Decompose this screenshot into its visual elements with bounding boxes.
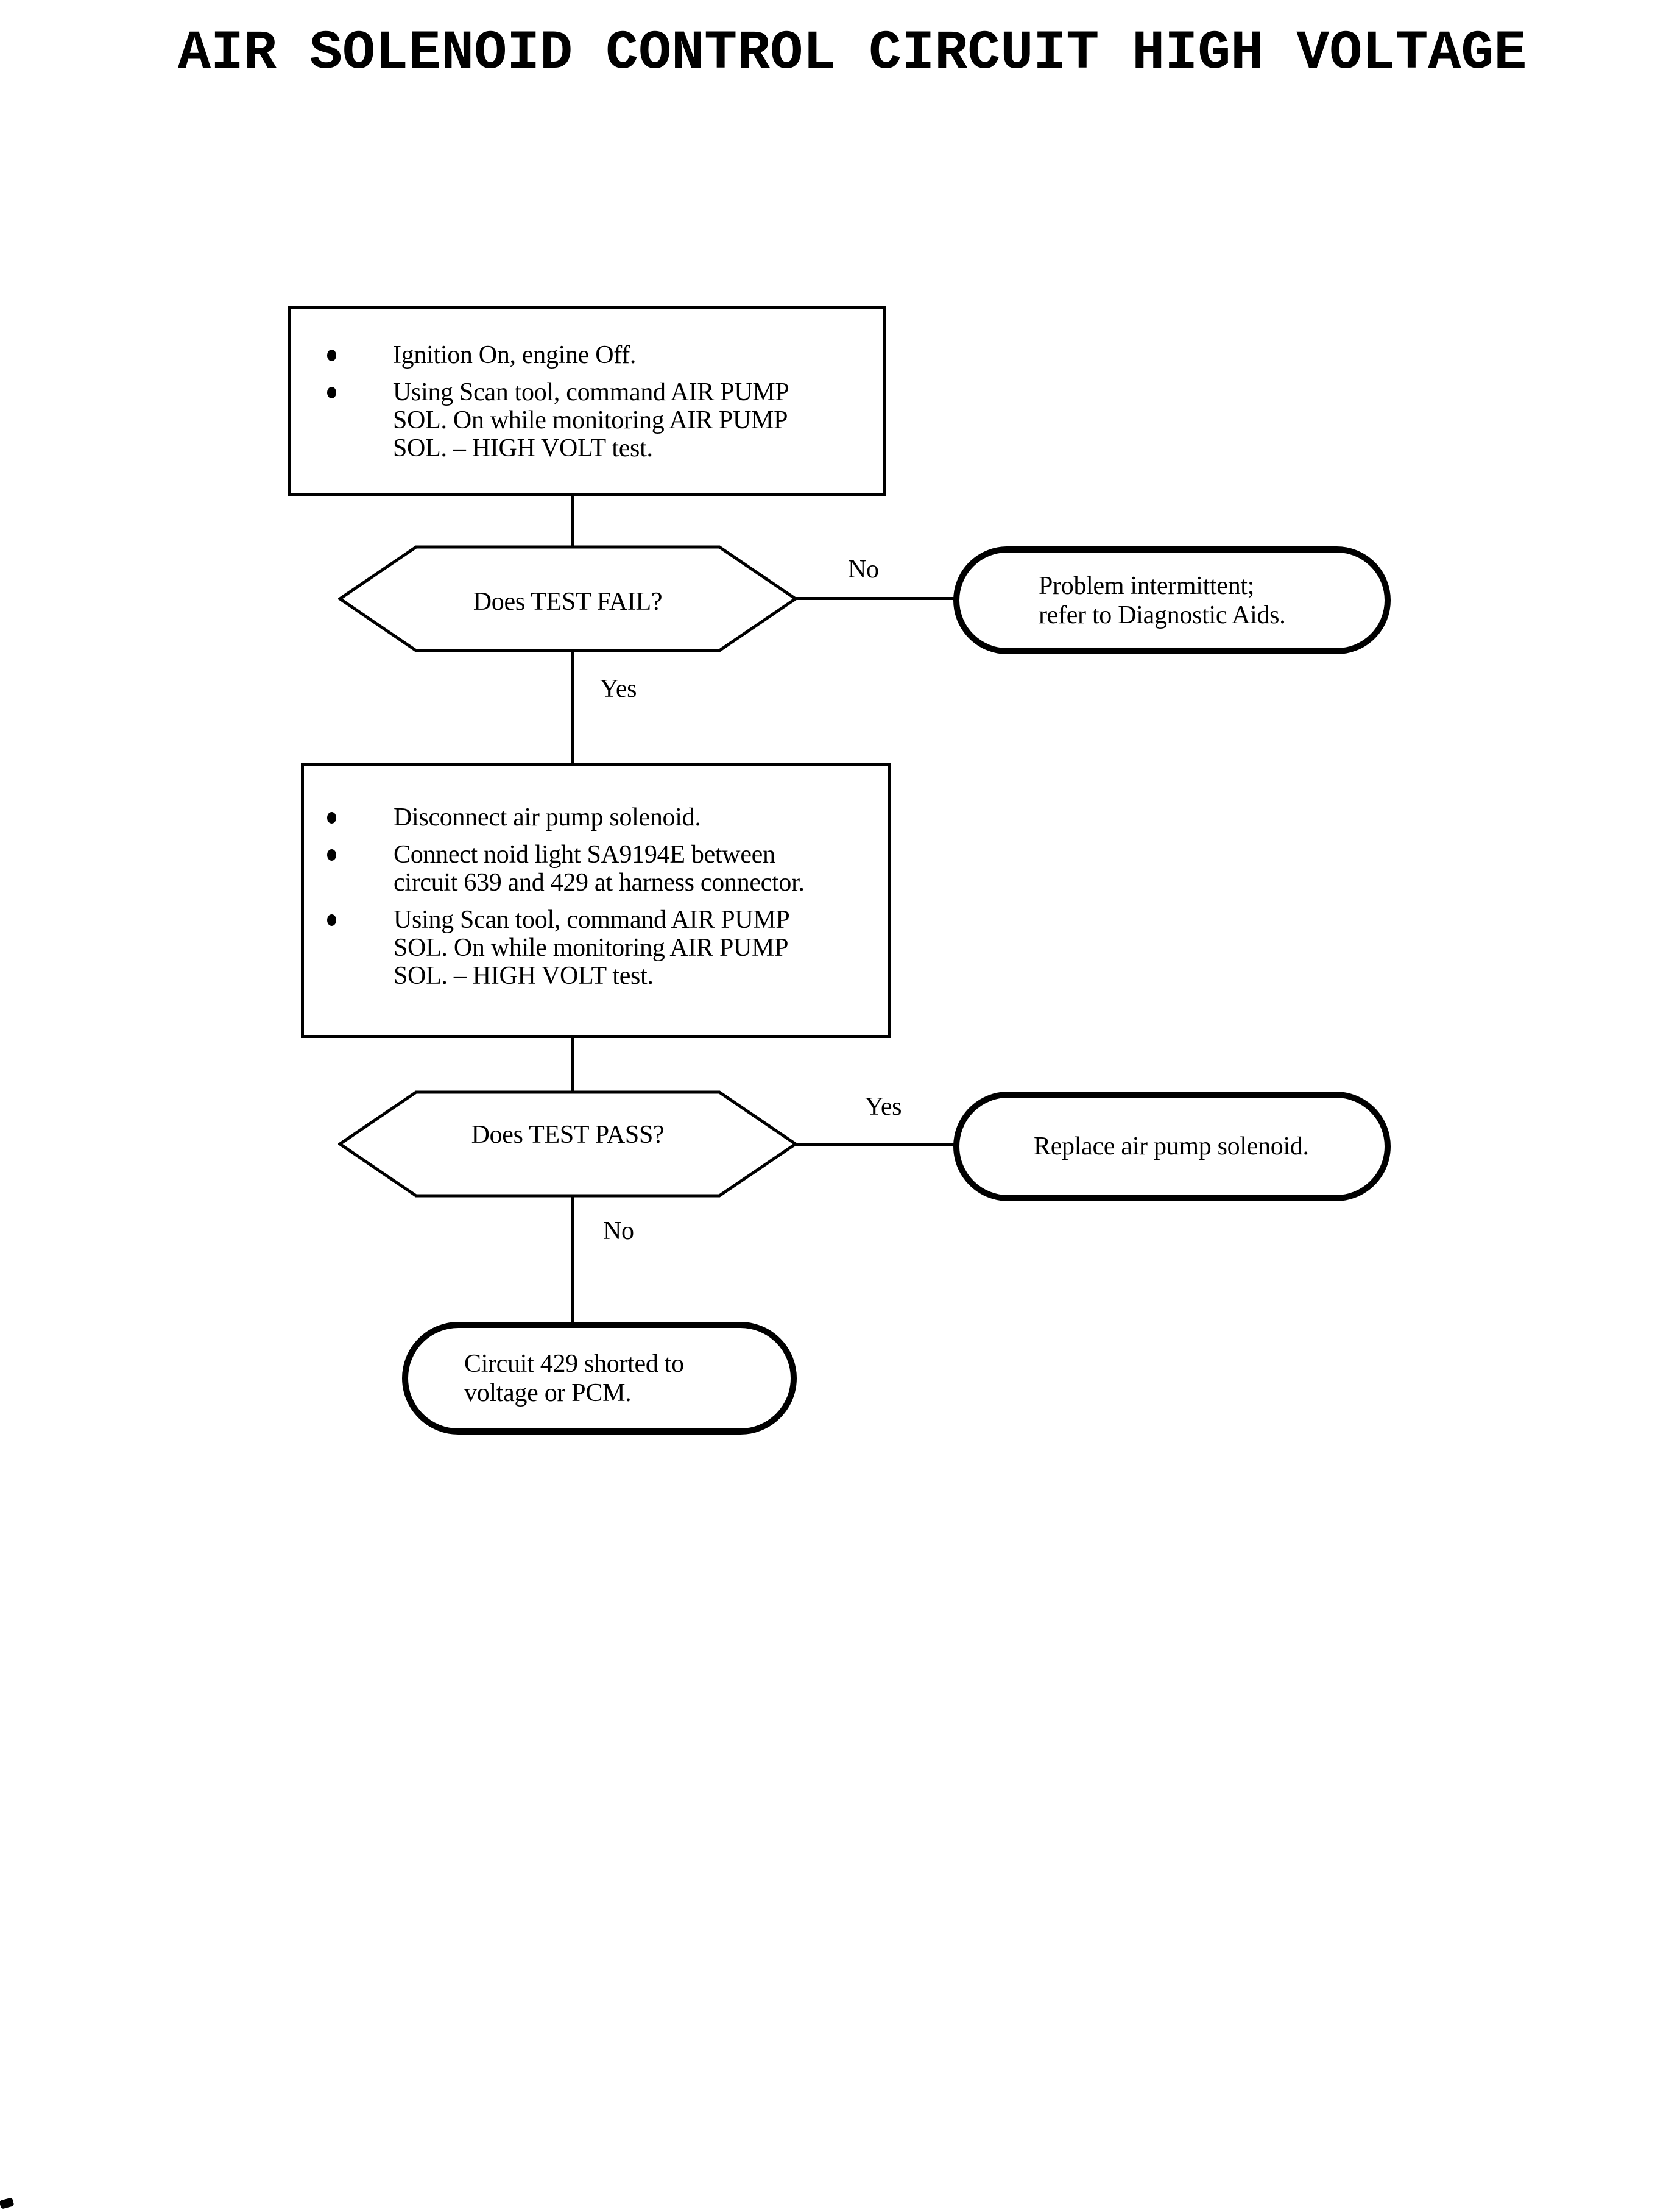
decision-question: Does TEST PASS? <box>471 1121 665 1149</box>
bullet-line: Using Scan tool, command AIR PUMP <box>394 906 790 934</box>
terminal-line: Circuit 429 shorted to <box>464 1349 684 1378</box>
bullet-line: SOL. On while monitoring AIR PUMP <box>394 934 789 962</box>
bullet-line: circuit 639 and 429 at harness connector… <box>394 869 805 897</box>
bullet-line: Using Scan tool, command AIR PUMP <box>393 378 789 406</box>
bullet-item: Using Scan tool, command AIR PUMP SOL. O… <box>304 906 888 990</box>
bullet-item: Connect noid light SA9194E between circu… <box>304 841 888 897</box>
connector-line <box>571 496 574 546</box>
terminal-line: Problem intermittent; <box>1039 571 1255 600</box>
connector-line <box>571 1038 574 1092</box>
connector-line <box>571 1196 574 1323</box>
terminal-replace-solenoid: Replace air pump solenoid. <box>953 1092 1391 1201</box>
bullet-item: Using Scan tool, command AIR PUMP SOL. O… <box>291 378 883 462</box>
bullet-item: Ignition On, engine Off. <box>291 341 883 369</box>
terminal-problem-intermittent: Problem intermittent; refer to Diagnosti… <box>953 546 1391 654</box>
terminal-line: refer to Diagnostic Aids. <box>1039 601 1286 629</box>
connector-line <box>571 651 574 763</box>
decision-question: Does TEST FAIL? <box>473 588 663 616</box>
bullet-line: SOL. – HIGH VOLT test. <box>394 962 654 990</box>
connector-line <box>796 597 955 600</box>
bullet-line: Ignition On, engine Off. <box>393 341 637 369</box>
bullet-line: SOL. On while monitoring AIR PUMP <box>393 406 788 434</box>
branch-label-yes: Yes <box>600 675 637 703</box>
process-box-step-2: Disconnect air pump solenoid. Connect no… <box>301 763 891 1038</box>
bullet-line: SOL. – HIGH VOLT test. <box>393 434 653 462</box>
page-title: AIR SOLENOID CONTROL CIRCUIT HIGH VOLTAG… <box>178 23 1527 85</box>
scan-speck-artifact <box>0 2197 15 2209</box>
bullet-item: Disconnect air pump solenoid. <box>304 803 888 831</box>
branch-label-no: No <box>603 1217 634 1245</box>
terminal-line: voltage or PCM. <box>464 1379 632 1407</box>
bullet-line: Disconnect air pump solenoid. <box>394 803 701 831</box>
terminal-circuit-429-shorted: Circuit 429 shorted to voltage or PCM. <box>402 1322 797 1435</box>
decision-hexagon-test-fail: Does TEST FAIL? <box>338 545 797 652</box>
branch-label-no: No <box>848 556 879 584</box>
terminal-line: Replace air pump solenoid. <box>1034 1132 1309 1160</box>
bullet-line: Connect noid light SA9194E between <box>394 841 775 869</box>
connector-line <box>796 1143 955 1146</box>
branch-label-yes: Yes <box>865 1093 902 1121</box>
decision-hexagon-test-pass: Does TEST PASS? <box>338 1090 797 1198</box>
process-box-step-1: Ignition On, engine Off. Using Scan tool… <box>288 306 886 496</box>
